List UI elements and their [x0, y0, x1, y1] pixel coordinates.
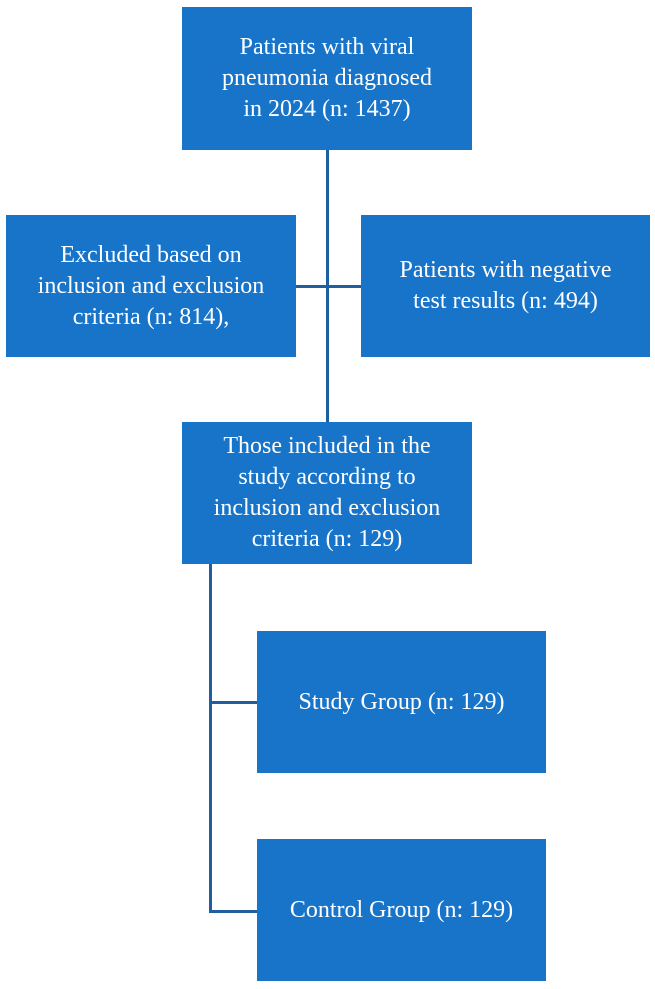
connector-included-to-groups — [209, 564, 212, 913]
node-excluded-patients: Excluded based on inclusion and exclusio… — [6, 215, 296, 357]
node-control-group-label: Control Group (n: 129) — [289, 896, 514, 923]
node-viral-pneumonia-patients-label: Patients with viral pneumonia diagnosed … — [222, 34, 432, 122]
node-included-patients: Those included in the study according to… — [182, 422, 472, 564]
node-negative-test-patients: Patients with negative test results (n: … — [361, 215, 650, 357]
node-control-group: Control Group (n: 129) — [257, 839, 546, 981]
connector-to-control-group — [209, 910, 257, 913]
node-study-group-label: Study Group (n: 129) — [298, 688, 505, 715]
node-excluded-patients-label: Excluded based on inclusion and exclusio… — [37, 241, 265, 330]
connector-excluded-to-negative — [296, 285, 361, 288]
node-negative-test-patients-label: Patients with negative test results (n: … — [399, 257, 612, 314]
node-viral-pneumonia-patients: Patients with viral pneumonia diagnosed … — [182, 7, 472, 150]
node-included-patients-label: Those included in the study according to… — [213, 433, 441, 552]
node-study-group: Study Group (n: 129) — [257, 631, 546, 773]
connector-to-study-group — [209, 701, 257, 704]
